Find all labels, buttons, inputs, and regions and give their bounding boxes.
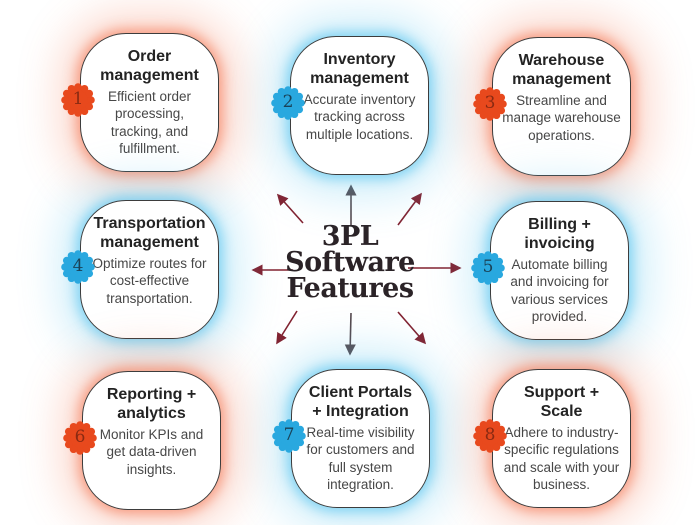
step-number: 4 (72, 255, 84, 276)
step-number: 7 (283, 424, 295, 445)
step-number: 8 (484, 424, 496, 445)
step-number: 1 (72, 88, 84, 109)
card-title: Client Portals + Integration (308, 384, 413, 420)
feature-card-inventory-management: 2 Inventory management Accurate inventor… (271, 36, 429, 175)
card-title: Reporting + analytics (106, 386, 197, 422)
feature-card-billing-invoicing: 5 Billing + invoicing Automate billing a… (471, 201, 629, 340)
center-title: 3PL Software Features (270, 221, 430, 304)
step-badge-8: 8 (473, 419, 507, 453)
card-body: Real-time visibility for customers and f… (306, 425, 415, 492)
radial-arrows (251, 184, 462, 356)
step-number: 2 (282, 91, 294, 112)
step-badge-2: 2 (271, 86, 305, 120)
step-number: 3 (484, 92, 496, 113)
step-badge-4: 4 (61, 250, 95, 284)
feature-card-support-scale: 8 Support + Scale Adhere to industry-spe… (473, 369, 631, 508)
card-title: Transportation management (93, 215, 206, 251)
center-title-line: 3PL (321, 221, 379, 252)
step-badge-1: 1 (61, 83, 95, 117)
card-body: Accurate inventory tracking across multi… (303, 92, 416, 142)
feature-card-transportation-management: 4 Transportation management Optimize rou… (61, 200, 219, 339)
step-number: 6 (74, 426, 86, 447)
card-title: Support + Scale (523, 384, 600, 420)
center-title-line: Software (285, 247, 415, 278)
card-title: Billing + invoicing (524, 216, 595, 252)
center-title-line: Features (286, 273, 414, 304)
card-body: Monitor KPIs and get data-driven insight… (99, 427, 204, 477)
feature-card-warehouse-management: 3 Warehouse management Streamline and ma… (473, 37, 631, 176)
step-badge-5: 5 (471, 251, 505, 285)
card-body: Automate billing and invoicing for vario… (510, 257, 609, 324)
card-body: Optimize routes for cost-effective trans… (92, 256, 207, 306)
card-body: Adhere to industry-specific regulations … (503, 425, 620, 492)
step-number: 5 (482, 256, 494, 277)
step-badge-7: 7 (272, 419, 306, 453)
feature-card-order-management: 1 Order management Efficient order proce… (61, 33, 219, 172)
card-body: Efficient order processing, tracking, an… (107, 89, 192, 156)
feature-card-reporting-analytics: 6 Reporting + analytics Monitor KPIs and… (63, 371, 221, 510)
step-badge-3: 3 (473, 87, 507, 121)
card-title: Inventory management (310, 51, 409, 87)
card-body: Streamline and manage warehouse operatio… (502, 93, 621, 143)
card-title: Warehouse management (512, 52, 611, 88)
step-badge-6: 6 (63, 421, 97, 455)
feature-card-client-portals-integration: 7 Client Portals + Integration Real-time… (272, 369, 430, 508)
card-title: Order management (100, 48, 199, 84)
